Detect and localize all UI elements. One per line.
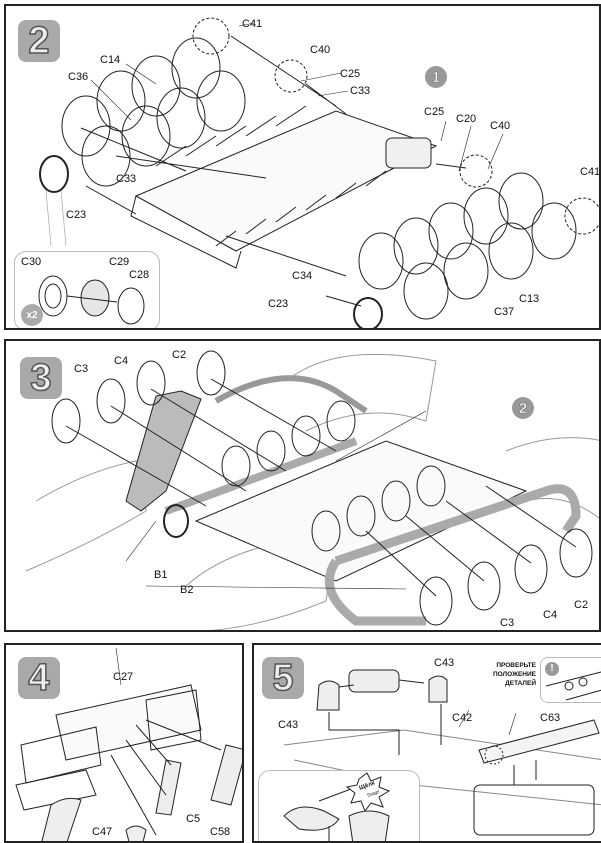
- step-3-panel: 3: [4, 339, 601, 632]
- part-label: C47: [92, 826, 113, 838]
- idler-exploded-view: [38, 275, 145, 325]
- sprocket-c41-right: [564, 197, 599, 235]
- idler-wheel-right: [353, 297, 383, 328]
- step-2-illustration: [39, 17, 599, 328]
- part-label: C23: [268, 298, 289, 310]
- part-label: C40: [490, 120, 511, 132]
- part-c63: [478, 719, 600, 764]
- road-wheels-left-back: [61, 37, 221, 157]
- part-label: B1: [154, 569, 168, 581]
- part-label: C23: [66, 209, 87, 221]
- part-label: C20: [456, 113, 477, 125]
- part-label: C33: [116, 173, 137, 185]
- snap-illustration: [283, 772, 391, 841]
- part-label: C2: [172, 349, 187, 361]
- step-4-badge: 4: [18, 657, 60, 699]
- part-label: C4: [543, 609, 558, 621]
- sprocket-c40-right: [459, 154, 493, 188]
- part-label: C3: [500, 617, 515, 629]
- step-4-illustration: [15, 647, 242, 841]
- idler-detail-inset: x2 C30 C29 C28: [14, 251, 160, 328]
- snap-starburst: [345, 772, 391, 813]
- step-number: 3: [30, 357, 53, 399]
- part-label: C27: [113, 671, 134, 683]
- check-note-line: ПРОВЕРЬТЕ: [496, 662, 536, 669]
- step-5-badge: 5: [262, 657, 304, 699]
- part-label: C43: [278, 719, 299, 731]
- part-c43-left: [316, 680, 340, 711]
- step-number: 4: [28, 657, 51, 699]
- step-number: 2: [28, 20, 51, 62]
- part-label: C25: [340, 68, 361, 80]
- ref-part-number: 2: [518, 399, 528, 417]
- part-label: C42: [452, 712, 473, 724]
- part-label: C13: [519, 293, 540, 305]
- part-label: C37: [494, 306, 515, 318]
- ref-part-1-badge: 1: [425, 66, 447, 88]
- part-label: C4: [114, 355, 129, 367]
- part-label: C29: [109, 256, 130, 268]
- part-c47: [125, 825, 147, 841]
- part-label: C41: [580, 166, 601, 178]
- step-2-badge: 2: [18, 20, 60, 62]
- part-label: C63: [540, 712, 561, 724]
- step-5-illustration: [283, 669, 601, 836]
- check-note-line: ПОЛОЖЕНИЕ: [492, 671, 536, 678]
- part-label: C43: [434, 657, 455, 669]
- part-label: C2: [574, 599, 589, 611]
- step-3-badge: 3: [20, 357, 62, 399]
- check-position-inset: !: [540, 657, 601, 703]
- part-label: C33: [350, 85, 371, 97]
- track-link-b2: [334, 484, 581, 566]
- part-label: B2: [180, 584, 194, 596]
- rear-plate-c27: [55, 684, 202, 761]
- step-4-panel: 4 C27 C5 C58 C47: [4, 643, 244, 843]
- check-position-diagram: [545, 671, 601, 701]
- hand-left-outline: [25, 460, 147, 572]
- warning-icon: !: [545, 662, 559, 676]
- part-label: C40: [310, 44, 331, 56]
- idler-wheel-left: [39, 155, 69, 193]
- check-note-line: ДЕТАЛЕЙ: [505, 680, 536, 687]
- sprocket-c41-left: [192, 17, 230, 55]
- step-2-panel: 2: [4, 4, 601, 330]
- part-c43-right: [428, 675, 448, 703]
- part-label: C58: [210, 826, 231, 838]
- part-label: C30: [21, 256, 42, 268]
- road-wheels-right-back: [358, 172, 544, 290]
- road-wheels-right-front: [403, 202, 577, 320]
- headlight-bracket: [348, 669, 400, 693]
- step-3-illustration: [25, 350, 599, 630]
- ref-part-2-badge: 2: [512, 397, 534, 419]
- quantity-x2-badge: x2: [21, 304, 43, 326]
- part-label: C41: [242, 18, 263, 30]
- part-label: C3: [74, 363, 89, 375]
- part-label: C28: [129, 269, 150, 281]
- step-number: 5: [272, 657, 295, 699]
- part-label: C5: [186, 813, 201, 825]
- ref-part-number: 1: [431, 68, 441, 86]
- part-label: C36: [68, 71, 89, 83]
- road-wheels-left-front: [81, 70, 246, 187]
- part-label: C14: [100, 54, 121, 66]
- track-link-b1: [125, 390, 202, 512]
- part-label: C34: [292, 270, 313, 282]
- check-position-note: ПРОВЕРЬТЕ ПОЛОЖЕНИЕ ДЕТАЛЕЙ: [490, 661, 536, 688]
- step-5-panel: 5 Щёлк Snap! ПРОВЕРЬТЕ: [252, 643, 601, 843]
- sprocket-c40-left: [274, 59, 308, 93]
- part-c5: [155, 759, 182, 816]
- exhaust-pipe-c58: [210, 744, 242, 806]
- snap-detail-inset: Щёлк Snap!: [258, 770, 420, 841]
- part-label: C25: [424, 106, 445, 118]
- chassis-plate: [134, 110, 438, 252]
